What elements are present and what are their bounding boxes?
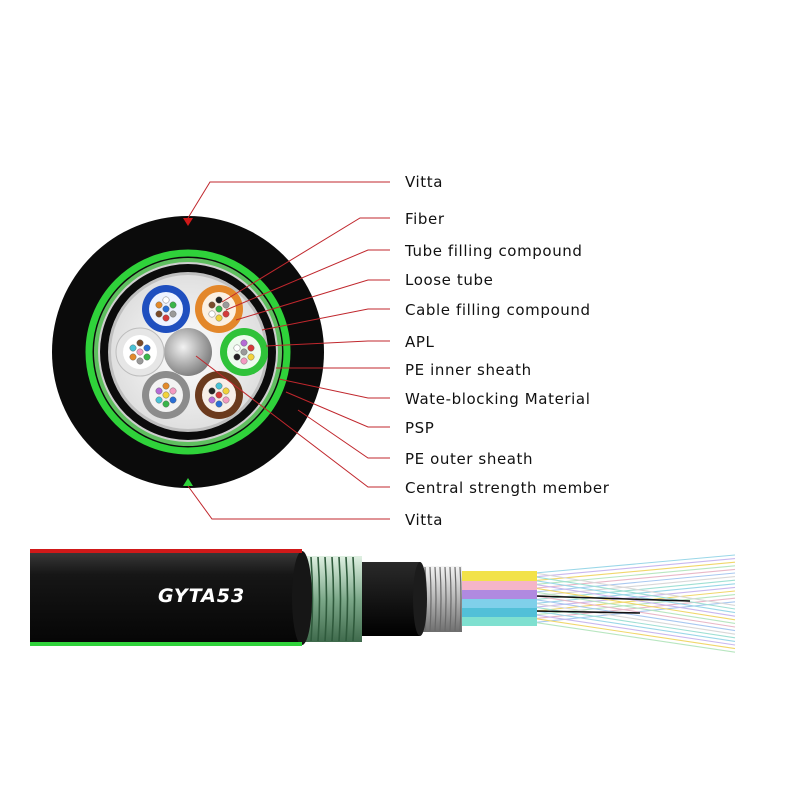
label-vitta-bottom: Vitta [405,511,443,529]
fiber-strand [215,400,223,408]
fiber-strand [169,301,177,309]
fiber-strand [215,296,223,304]
fiber-strand [208,396,216,404]
fiber-strand [233,353,241,361]
fiber-strand [208,387,216,395]
fiber-strand [222,301,230,309]
fiber-strand [169,310,177,318]
fiber-strand [240,339,248,347]
fiber-strand [155,301,163,309]
vitta-red-marker [183,218,193,226]
fiber-strand [162,382,170,390]
leader-lines [187,181,390,520]
label-vitta-top: Vitta [405,173,443,191]
fiber-strand [129,344,137,352]
vitta-green-stripe [30,642,302,646]
fiber-strand [215,391,223,399]
tube-bundle [455,571,537,626]
fiber-strand [208,301,216,309]
fiber-strand [143,344,151,352]
fiber-strand [215,314,223,322]
cable-side-view: GYTA53 [30,549,736,653]
fiber-strand [136,357,144,365]
labels: Vitta Fiber Tube filling compound Loose … [404,173,610,529]
vitta-red-stripe [30,549,302,553]
fiber-strand [247,344,255,352]
fiber-strand [215,382,223,390]
pe-outer-sheath-side [30,551,302,645]
fiber-strand [162,305,170,313]
vitta-green-marker [183,478,193,486]
pe-outer-sheath-end [292,551,312,645]
fiber-strand [136,339,144,347]
fiber-strand [222,387,230,395]
fiber-strand [240,357,248,365]
pe-inner-sheath-side [360,562,420,636]
label-pe-inner-sheath: PE inner sheath [405,361,532,379]
fiber-strand [129,353,137,361]
label-cable-filling-compound: Cable filling compound [405,301,591,319]
label-central-strength-member: Central strength member [405,479,610,497]
fiber-strand [240,348,248,356]
fiber-strand [169,387,177,395]
fiber-strand [169,396,177,404]
fiber-strand [143,353,151,361]
label-loose-tube: Loose tube [405,271,493,289]
fiber-strand [155,310,163,318]
pe-inner-sheath-end [413,562,427,636]
central-strength-member [164,328,212,376]
fiber-strand [162,400,170,408]
fiber-strand [162,314,170,322]
cable-model-label: GYTA53 [158,585,245,607]
fiber-strand [247,353,255,361]
fiber-strand [233,344,241,352]
psp-green-ring [85,249,291,455]
fiber-strand [162,296,170,304]
label-psp: PSP [405,419,434,437]
fiber-strand [208,310,216,318]
fiber-strands [534,554,736,653]
fiber-strand [222,396,230,404]
label-apl: APL [405,333,435,351]
fiber-strand [222,310,230,318]
fiber-strand [215,305,223,313]
fiber-strand [136,348,144,356]
cable-cross-section [52,216,324,488]
label-fiber: Fiber [405,210,445,228]
fiber-strand [162,391,170,399]
fiber-strand [155,396,163,404]
fiber-strand [155,387,163,395]
label-tube-filling-compound: Tube filling compound [404,242,583,260]
fibers [129,296,255,408]
label-pe-outer-sheath: PE outer sheath [405,450,533,468]
label-water-blocking-material: Wate-blocking Material [405,390,591,408]
